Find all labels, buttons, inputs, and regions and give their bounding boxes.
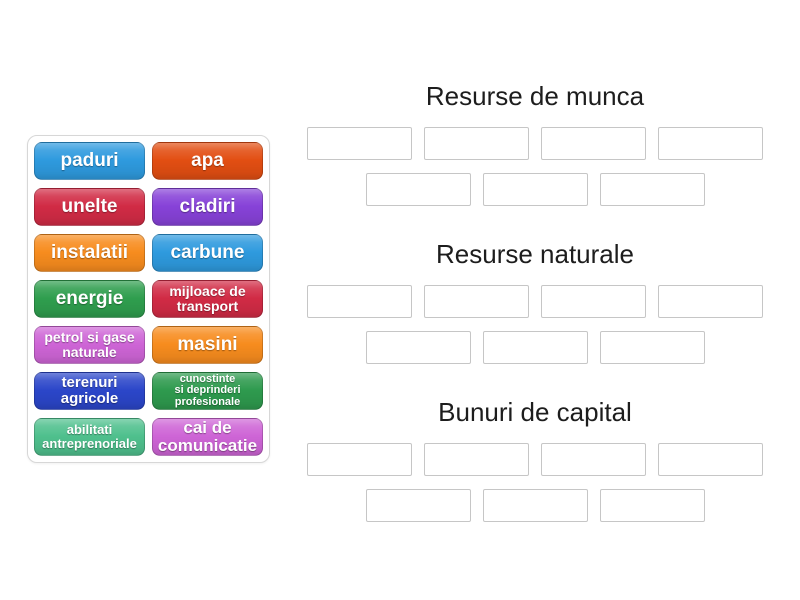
drop-slot[interactable]: [365, 331, 471, 364]
group-resurse-naturale: Resurse naturale: [300, 236, 770, 364]
slot-row: [300, 173, 770, 206]
word-tile-paduri[interactable]: paduri: [34, 142, 145, 180]
slot-row: [300, 331, 770, 364]
word-tile-unelte[interactable]: unelte: [34, 188, 145, 226]
drop-slot[interactable]: [599, 173, 705, 206]
drop-slot[interactable]: [658, 127, 763, 160]
drop-slot[interactable]: [482, 173, 588, 206]
drop-slot[interactable]: [307, 285, 412, 318]
drop-slot[interactable]: [541, 127, 646, 160]
drop-slot[interactable]: [307, 443, 412, 476]
drop-slot[interactable]: [424, 127, 529, 160]
drop-slot[interactable]: [541, 285, 646, 318]
slot-row: [300, 285, 770, 318]
drop-slot[interactable]: [424, 285, 529, 318]
drop-slot[interactable]: [307, 127, 412, 160]
drop-slot[interactable]: [482, 489, 588, 522]
drop-slot[interactable]: [658, 285, 763, 318]
word-tile-mijloace-de-transport[interactable]: mijloace de transport: [152, 280, 263, 318]
drop-slot[interactable]: [658, 443, 763, 476]
drop-slot[interactable]: [599, 331, 705, 364]
drop-slot[interactable]: [365, 489, 471, 522]
drop-slot[interactable]: [424, 443, 529, 476]
slot-row: [300, 443, 770, 476]
category-title: Resurse naturale: [436, 239, 634, 269]
slot-row: [300, 127, 770, 160]
group-bunuri-de-capital: Bunuri de capital: [300, 394, 770, 522]
word-tile-masini[interactable]: masini: [152, 326, 263, 364]
word-tile-instalatii[interactable]: instalatii: [34, 234, 145, 272]
word-tile-petrol-si-gase-naturale[interactable]: petrol si gase naturale: [34, 326, 145, 364]
word-tile-cladiri[interactable]: cladiri: [152, 188, 263, 226]
category-area: Resurse de munca Resurse naturale Bunuri…: [300, 0, 770, 552]
slot-row: [300, 489, 770, 522]
category-title: Resurse de munca: [425, 81, 645, 111]
word-tile-cai-de-comunicatie[interactable]: cai de comunicatie: [152, 418, 263, 456]
drop-slot[interactable]: [365, 173, 471, 206]
group-resurse-de-munca: Resurse de munca: [300, 78, 770, 206]
drop-slot[interactable]: [541, 443, 646, 476]
drop-slot[interactable]: [599, 489, 705, 522]
word-tile-abilitati-antreprenoriale[interactable]: abilitati antreprenoriale: [34, 418, 145, 456]
drop-slot[interactable]: [482, 331, 588, 364]
word-tile-carbune[interactable]: carbune: [152, 234, 263, 272]
word-tile-cunostinte-si-deprinderi-profesionale[interactable]: cunostinte si deprinderi profesionale: [152, 372, 263, 410]
word-tile-energie[interactable]: energie: [34, 280, 145, 318]
word-tile-apa[interactable]: apa: [152, 142, 263, 180]
category-title: Bunuri de capital: [438, 397, 632, 427]
word-tile-terenuri-agricole[interactable]: terenuri agricole: [34, 372, 145, 410]
